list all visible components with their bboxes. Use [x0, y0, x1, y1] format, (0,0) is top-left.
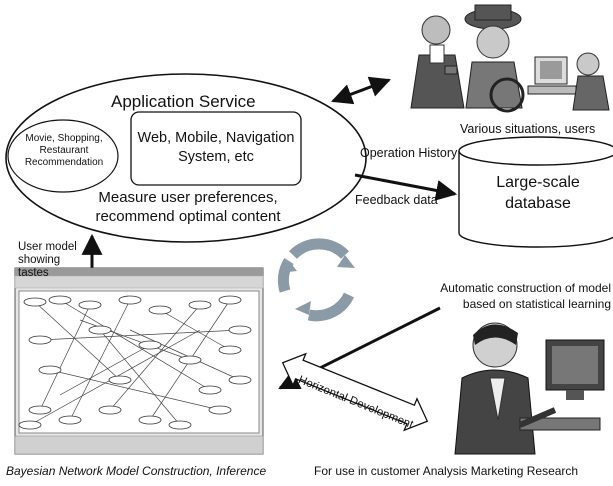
horizontal-development-arrow [281, 352, 429, 432]
examples-ellipse [7, 119, 119, 193]
database-cylinder [458, 136, 613, 248]
automatic-construction-label: Automatic construction of model based on… [440, 281, 611, 311]
bayesian-network-screenshot [14, 267, 264, 455]
recycle-arrows-icon [277, 238, 355, 322]
customer-analysis-caption: For use in customer Analysis Marketing R… [314, 464, 579, 478]
database-label: Large-scale database [496, 174, 580, 212]
analyst-at-computer-illustration [454, 322, 605, 455]
application-service-title: Application Service [111, 92, 256, 111]
bayesian-caption: Bayesian Network Model Construction, Inf… [6, 464, 267, 478]
operation-history-label: Operation History [360, 146, 458, 160]
arrow-service-users [331, 76, 391, 105]
user-model-label: User model showing tastes [18, 241, 77, 279]
feedback-data-label: Feedback data [355, 193, 438, 207]
users-caption: Various situations, users [460, 122, 596, 136]
examples-label: Movie, Shopping, Restaurant Recommendati… [24, 133, 104, 168]
measure-preferences-label: Measure user preferences, recommend opti… [95, 189, 281, 225]
people-illustration [410, 4, 610, 113]
platform-box [130, 111, 302, 186]
platforms-label: Web, Mobile, Navigation System, etc [137, 130, 295, 165]
arrow-to-database [354, 173, 458, 201]
